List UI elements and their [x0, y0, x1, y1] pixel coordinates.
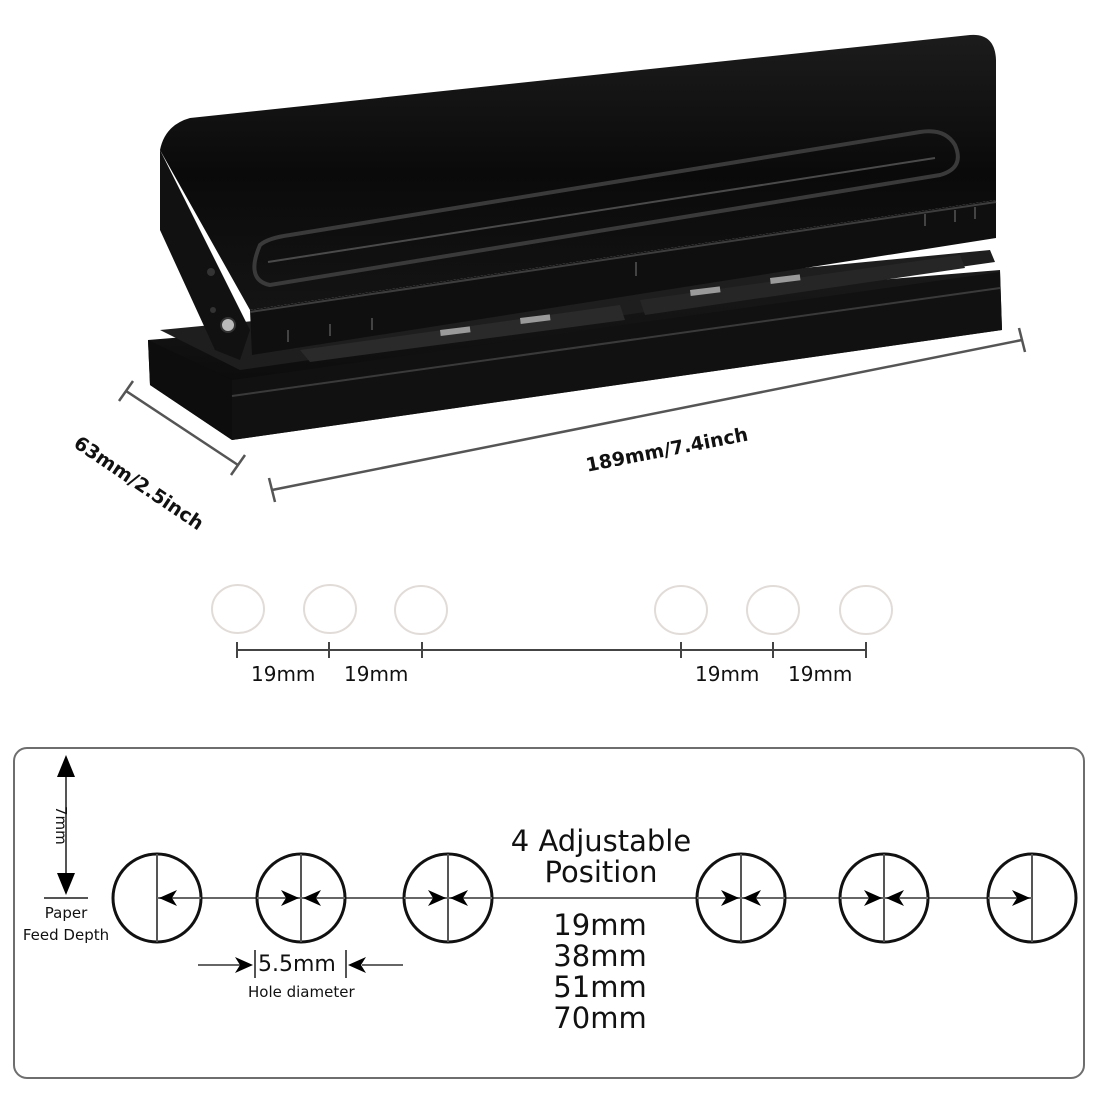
feed-depth-arrow: [44, 755, 88, 899]
spacing-label-4: 19mm: [788, 662, 853, 686]
feed-depth-caption-line1: Paper: [44, 904, 88, 922]
title-line-2: Position: [544, 855, 658, 889]
dimension-lines: [117, 327, 1027, 503]
position-item: 51mm: [553, 970, 647, 1004]
title-line-1: 4 Adjustable: [510, 824, 692, 858]
hole-diameter-caption: Hole diameter: [248, 983, 355, 1001]
punched-holes: [211, 584, 893, 635]
feed-depth-caption: Paper Feed Depth: [22, 902, 110, 946]
position-item: 70mm: [553, 1001, 647, 1035]
position-item: 38mm: [553, 939, 647, 973]
adjustable-position-title: 4 Adjustable Position: [496, 826, 706, 888]
spacing-label-1: 19mm: [251, 662, 316, 686]
position-item: 19mm: [553, 908, 647, 942]
hole-diameter-arrows: [198, 950, 403, 978]
spacing-arrowheads: [159, 890, 1030, 906]
spacing-label-3: 19mm: [695, 662, 760, 686]
feed-depth-value: 7mm: [52, 806, 70, 845]
feed-depth-caption-line2: Feed Depth: [22, 926, 110, 944]
hole-diameter-value: 5.5mm: [258, 952, 336, 977]
spacing-scale-line: [236, 642, 867, 658]
spacing-label-2: 19mm: [344, 662, 409, 686]
product-illustration: [0, 0, 1100, 540]
hole-spacing-section: [0, 570, 1100, 700]
hole-punch-image: [148, 34, 1002, 440]
position-list: 19mm 38mm 51mm 70mm: [520, 910, 680, 1034]
